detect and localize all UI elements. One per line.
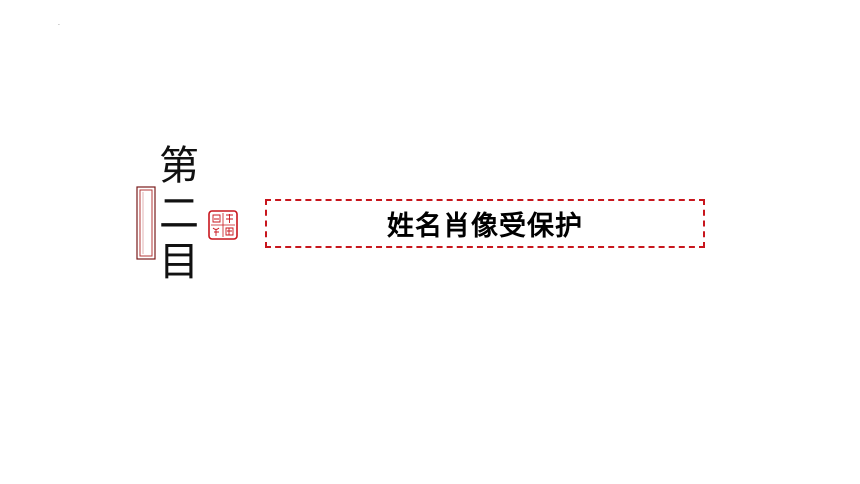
corner-mark: . [58,20,60,27]
decorative-bracket-icon [136,186,156,260]
seal-stamp-icon [208,210,238,240]
chapter-title-box: 姓名肖像受保护 [265,199,705,248]
title-char-1: 第 [159,143,199,189]
vertical-section-title: 第 二 目 [156,142,202,286]
title-char-2: 二 [159,191,199,237]
chapter-title: 姓名肖像受保护 [387,211,583,242]
title-char-3: 目 [159,239,199,285]
